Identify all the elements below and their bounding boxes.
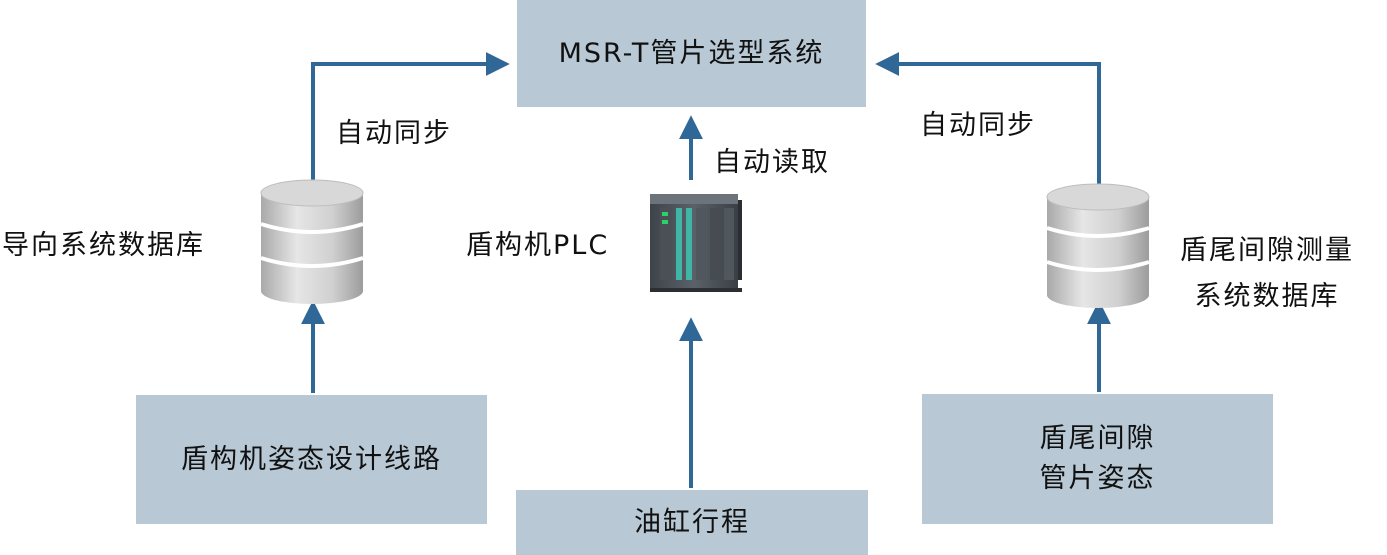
design-route-box: 盾构机姿态设计线路 [136, 395, 487, 524]
msr-system-title: MSR-T管片选型系统 [558, 37, 825, 69]
database-icon [260, 179, 364, 304]
label-guide-database: 导向系统数据库 [2, 230, 205, 261]
label-tail-gap-database: 盾尾间隙测量 系统数据库 [1180, 228, 1354, 320]
cylinder-stroke-box: 油缸行程 [516, 490, 868, 555]
cylinder-stroke-title: 油缸行程 [634, 506, 750, 538]
label-plc: 盾构机PLC [466, 230, 610, 261]
design-route-title: 盾构机姿态设计线路 [181, 443, 442, 475]
label-auto-sync-right: 自动同步 [920, 110, 1036, 141]
database-icon [1046, 183, 1150, 308]
tail-gap-line-1: 盾尾间隙 [1039, 423, 1156, 454]
tail-gap-line-2: 管片姿态 [1039, 463, 1156, 494]
arrow-tail-db-to-msr [875, 52, 1101, 185]
arrow-guide-db-to-msr [311, 52, 510, 180]
plc-device-icon [650, 194, 742, 292]
tail-gap-box: 盾尾间隙 管片姿态 [922, 394, 1273, 524]
label-tail-gap-database-line-2: 系统数据库 [1194, 281, 1340, 312]
label-auto-sync-left: 自动同步 [336, 118, 452, 149]
msr-system-box: MSR-T管片选型系统 [517, 0, 866, 107]
label-auto-read: 自动读取 [714, 147, 830, 178]
label-tail-gap-database-line-1: 盾尾间隙测量 [1180, 235, 1354, 266]
